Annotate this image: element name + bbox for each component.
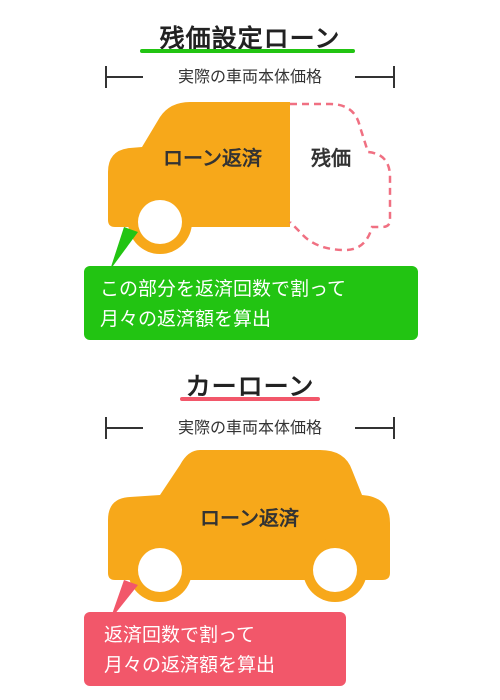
residual-loan-label: ローン返済 [163, 146, 263, 170]
carloan-car-illustration: ローン返済 [108, 450, 390, 620]
carloan-title-underline [180, 397, 320, 401]
carloan-dimension-bar: 実際の車両本体価格 [105, 417, 395, 439]
residual-title-underline [140, 49, 355, 53]
carloan-callout-line2: 月々の返済額を算出 [104, 654, 276, 676]
carloan-loan-label: ローン返済 [200, 506, 300, 530]
residual-dimension-bar: 実際の車両本体価格 [105, 66, 395, 88]
carloan-callout: 返済回数で割って 月々の返済額を算出 [84, 612, 346, 686]
carloan-callout-line1: 返済回数で割って [104, 624, 256, 646]
carloan-dimension-label: 実際の車両本体価格 [177, 418, 322, 437]
residual-dashed-outline [289, 102, 392, 252]
carloan-title: カーローン [185, 372, 315, 401]
residual-title: 残価設定ローン [159, 24, 341, 53]
residual-callout: この部分を返済回数で割って 月々の返済額を算出 [84, 266, 418, 340]
residual-car-illustration: ローン返済 残価 [108, 102, 392, 270]
residual-dimension-label: 実際の車両本体価格 [177, 67, 322, 86]
residual-callout-line1: この部分を返済回数で割って [100, 278, 347, 300]
residual-callout-line2: 月々の返済額を算出 [100, 308, 272, 330]
residual-label: 残価 [311, 146, 351, 170]
